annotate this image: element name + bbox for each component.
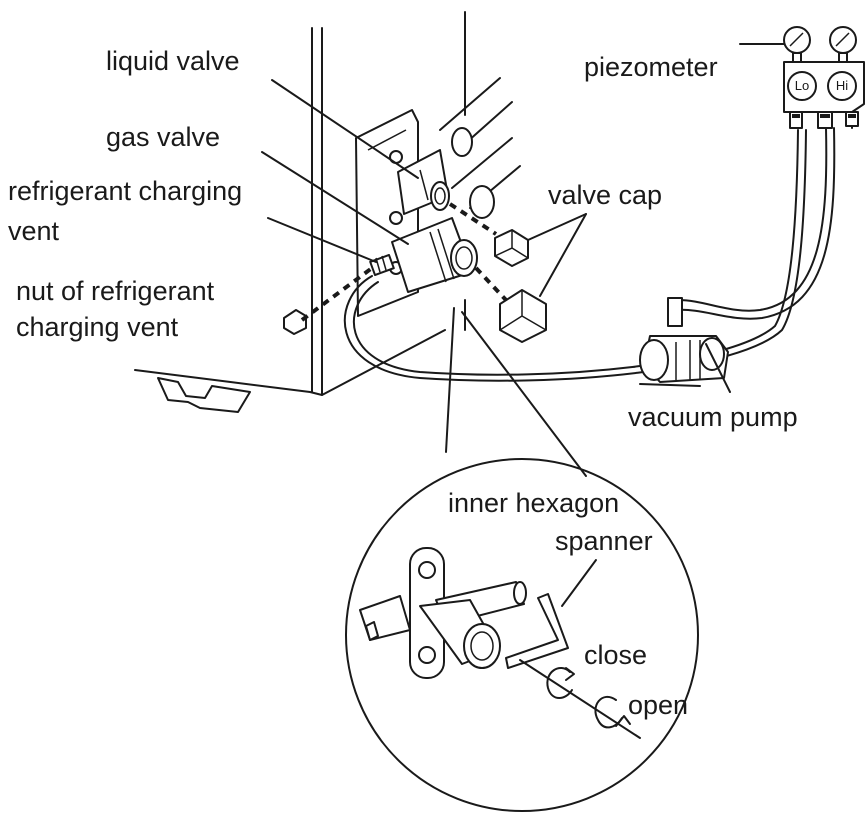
gas-valve [391, 217, 478, 293]
label-gas-valve: gas valve [106, 122, 220, 152]
vacuum-pump [639, 297, 729, 387]
label-nut-2: charging vent [16, 312, 179, 342]
gas-cap-assembly-line [474, 266, 508, 302]
unit-foot [157, 377, 251, 413]
leader-lines [261, 43, 785, 393]
label-nut-1: nut of refrigerant [16, 276, 215, 306]
label-spanner-2: spanner [555, 526, 653, 556]
charging-vent-nut [283, 309, 307, 335]
manifold-hoses [675, 121, 853, 320]
label-charging-vent-2: vent [8, 216, 60, 246]
liquid-valve [397, 149, 450, 215]
magnifier-callout [345, 307, 699, 812]
valve-cap-large [499, 289, 547, 343]
liquid-cap-assembly-line [448, 202, 498, 236]
gauge-lo-label: Lo [795, 78, 809, 93]
label-piezometer: piezometer [584, 52, 718, 82]
open-rotation-arrow [594, 695, 623, 729]
gauge-hi-label: Hi [836, 78, 848, 93]
label-spanner-1: inner hexagon [448, 488, 619, 518]
rotation-indicator [519, 659, 641, 739]
label-close: close [584, 640, 647, 670]
nut-assembly-line [300, 266, 374, 322]
charging-vent [369, 254, 395, 276]
outdoor-unit [134, 11, 466, 413]
manifold-gauge: Lo Hi [783, 26, 865, 129]
valve-cap-small [494, 229, 529, 267]
refrigerant-pipes [439, 77, 521, 219]
label-vacuum-pump: vacuum pump [628, 402, 798, 432]
label-open: open [628, 690, 688, 720]
valve-detail [359, 547, 527, 679]
label-liquid-valve: liquid valve [106, 46, 240, 76]
spanner-pointer [561, 559, 597, 607]
label-charging-vent-1: refrigerant charging [8, 176, 242, 206]
close-rotation-arrow [546, 667, 573, 699]
label-valve-cap: valve cap [548, 180, 662, 210]
hex-spanner [505, 593, 569, 669]
